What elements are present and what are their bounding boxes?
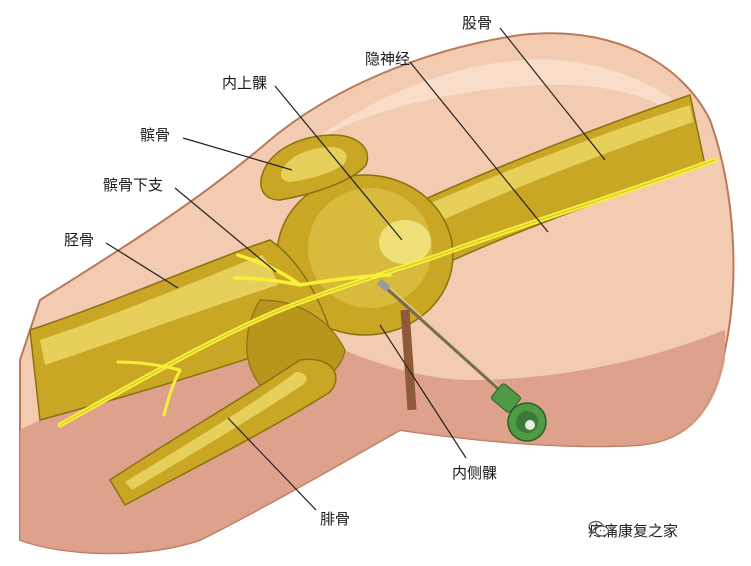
femur-highlight: [380, 105, 693, 245]
leader-medial-condyle: [379, 324, 467, 459]
label-femur: 股骨: [462, 14, 493, 32]
leader-patella: [182, 137, 293, 171]
needle-shaft: [383, 285, 507, 397]
leader-lines: [105, 27, 606, 511]
muscle-shade-lower: [20, 330, 725, 554]
leader-fibula: [227, 417, 317, 511]
leader-tibia: [105, 242, 179, 289]
label-saphenous-nerve: 隐神经: [365, 50, 411, 68]
leader-saphenous-nerve: [409, 61, 549, 233]
label-medial-epicondyle: 内上髁: [222, 74, 268, 92]
distal-branches: [116, 360, 182, 417]
patella-highlight: [280, 147, 347, 182]
leader-medial-epicondyle: [274, 85, 403, 241]
tibia-highlight: [40, 255, 278, 365]
wechat-icon: [588, 520, 610, 537]
watermark: 疼痛康复之家: [588, 520, 678, 541]
label-patella: 髌骨: [140, 126, 171, 144]
label-medial-condyle: 内侧髁: [452, 464, 498, 482]
label-fibula: 腓骨: [320, 510, 351, 528]
label-tibia: 胫骨: [64, 231, 95, 249]
watermark-text: 疼痛康复之家: [588, 522, 679, 540]
bone-marker: [400, 309, 417, 411]
needle-shaft-shine: [386, 284, 506, 393]
needle-hub: [491, 383, 547, 442]
fibula-highlight: [125, 372, 307, 490]
leader-femur: [499, 27, 606, 161]
skin-highlight: [300, 59, 700, 150]
medial-epicondyle-bump: [379, 220, 431, 264]
leader-infrapatellar-branch: [174, 187, 277, 273]
label-infrapatellar-branch: 髌骨下支: [103, 176, 164, 194]
saphenous-nerve-outline: [59, 159, 716, 426]
needle-tip: [376, 278, 391, 292]
